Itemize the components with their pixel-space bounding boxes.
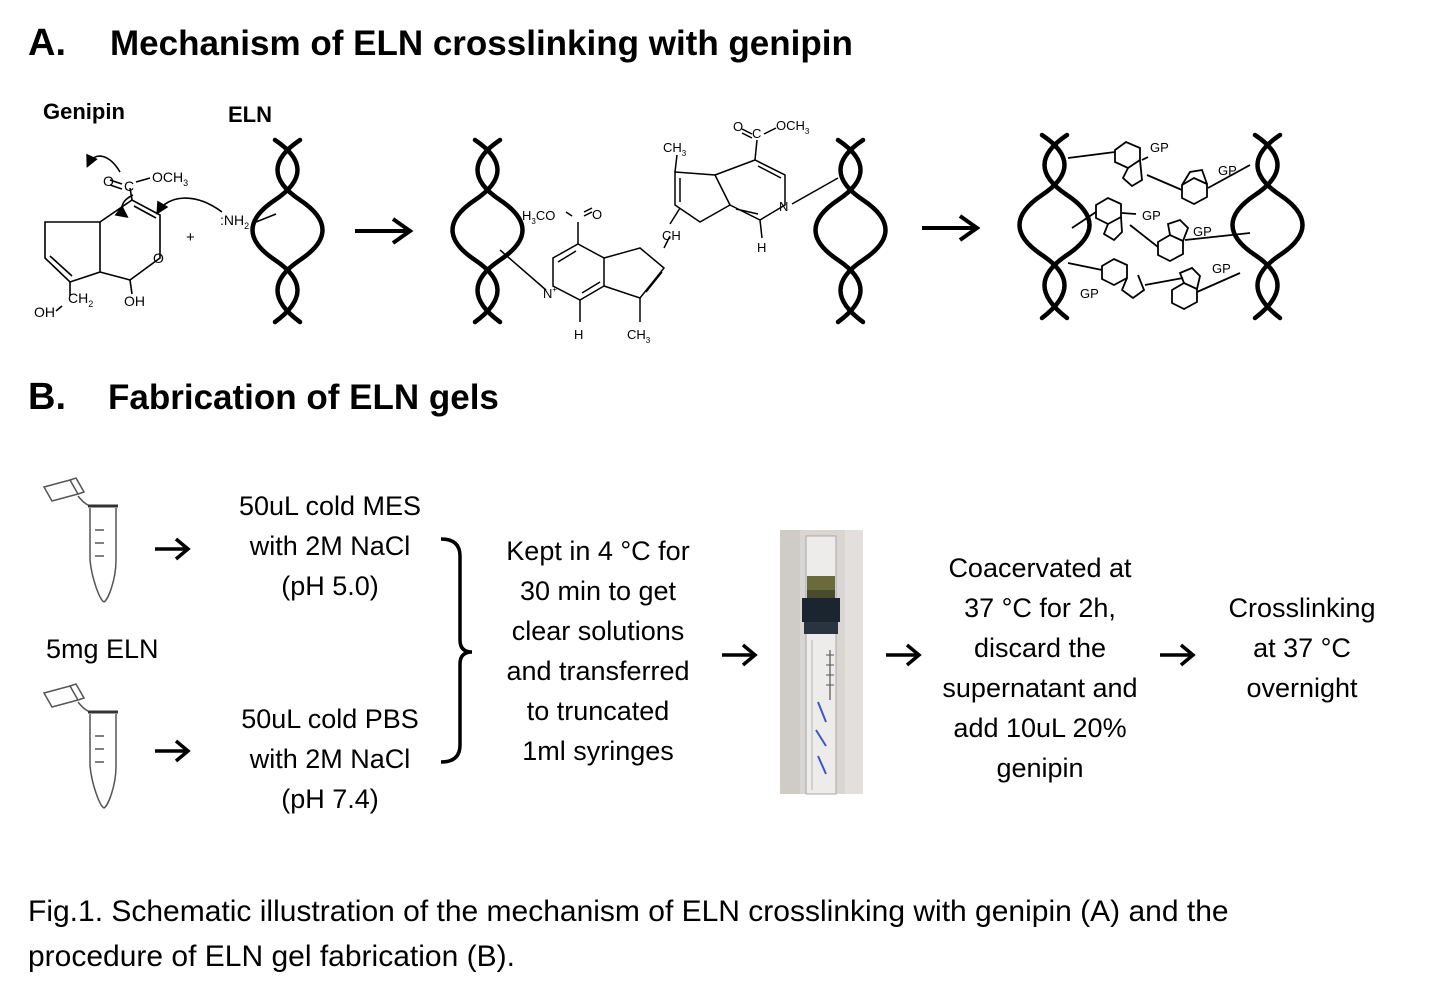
gp-label: GP: [1218, 163, 1237, 178]
dimer-ch3-bottom: CH3: [627, 327, 651, 345]
arrow-tube-to-pbs: [155, 739, 191, 763]
dimer-labels: O C OCH3 CH3 N H CH H3CO O N+ H CH3: [522, 118, 810, 345]
gp-labels: GP GP GP GP GP GP: [1080, 140, 1237, 301]
gp-label: GP: [1193, 224, 1212, 239]
crosslinking-line: Crosslinking: [1228, 593, 1376, 623]
arrow-tube-to-mes: [155, 537, 191, 561]
keep-cold-line: clear solutions: [511, 616, 685, 646]
dimer-ch-bridge: CH: [662, 228, 681, 243]
mechanism-diagram: O C OCH3 O CH2 OH OH + :NH2: [34, 118, 1305, 345]
buffer-pbs-line: (pH 7.4): [281, 784, 379, 814]
reaction-arrow-2: [922, 214, 981, 242]
genipin-structure: [44, 153, 223, 312]
section-b-letter: B.: [28, 376, 66, 418]
network-helix-left: [1017, 132, 1092, 321]
caption-line-1: Fig.1. Schematic illustration of the mec…: [28, 895, 1229, 928]
network-helix-right: [1230, 132, 1305, 321]
gp-label: GP: [1150, 140, 1169, 155]
buffer-mes-line: 50uL cold MES: [238, 491, 422, 521]
dimer-h-bottom: H: [574, 327, 583, 342]
figure-caption: Fig.1. Schematic illustration of the mec…: [28, 889, 1428, 979]
eln-helix-right: [813, 137, 888, 325]
section-b-title: Fabrication of ELN gels: [108, 378, 499, 417]
crosslinking-line: overnight: [1246, 673, 1358, 703]
eln-helix-left: [450, 137, 525, 325]
eln-label: ELN: [228, 102, 272, 127]
dimer-n-top: N: [779, 199, 788, 214]
keep-cold-line: and transferred: [506, 656, 690, 686]
coacervation-line: supernatant and: [942, 673, 1138, 703]
coacervation-line: discard the: [973, 633, 1107, 663]
buffer-pbs-line: 50uL cold PBS: [241, 704, 419, 734]
gp-label: GP: [1142, 208, 1161, 223]
fabrication-diagram: [42, 477, 1196, 809]
eppendorf-tube-bottom: [42, 683, 118, 809]
dimer-o-bottom: O: [592, 207, 602, 222]
section-a-title: Mechanism of ELN crosslinking with genip…: [110, 24, 853, 63]
buffer-mes-line: (pH 5.0): [281, 571, 379, 601]
genipin-oh-left: OH: [34, 304, 55, 320]
sample-label: 5mg ELN: [46, 634, 159, 664]
eln-helix-reactant: [250, 137, 325, 325]
genipin-label: Genipin: [43, 99, 125, 124]
dimer-h3co: H3CO: [522, 208, 555, 226]
genipin-ring-o: O: [153, 250, 164, 266]
merge-bracket: [440, 537, 473, 764]
keep-cold-line: 30 min to get: [519, 576, 677, 606]
plus-sign: +: [186, 229, 195, 246]
keep-cold-line: Kept in 4 °C for: [506, 536, 690, 566]
gp-label: GP: [1212, 261, 1231, 276]
dimer-n-bottom: N+: [543, 285, 557, 301]
genipin-o-eq: O: [103, 173, 114, 189]
genipin-ch2: CH2: [68, 290, 93, 309]
syringe-photo: [780, 530, 863, 795]
keep-cold-line: 1ml syringes: [522, 736, 674, 766]
section-a-letter: A.: [28, 22, 66, 64]
crosslinking-step: Crosslinking at 37 °C overnight: [1202, 588, 1402, 708]
coacervation-line: genipin: [996, 753, 1084, 783]
arrow-to-coacervation: [886, 643, 922, 667]
coacervation-line: Coacervated at: [948, 553, 1132, 583]
arrow-to-crosslinking: [1160, 643, 1196, 667]
keep-cold-line: to truncated: [526, 696, 670, 726]
buffer-pbs-block: 50uL cold PBS with 2M NaCl (pH 7.4): [210, 699, 450, 819]
eppendorf-tube-top: [42, 477, 118, 603]
crosslinking-line: at 37 °C: [1253, 633, 1351, 663]
dimer-ch3-top: CH3: [663, 140, 687, 158]
dimer-c-top: C: [752, 126, 761, 141]
buffer-pbs-line: with 2M NaCl: [249, 744, 411, 774]
genipin-c: C: [124, 178, 134, 194]
crosslinked-genipin-dimer: [499, 127, 839, 322]
genipin-och3: OCH3: [152, 169, 188, 188]
coacervation-line: 37 °C for 2h,: [964, 593, 1116, 623]
keep-cold-step: Kept in 4 °C for 30 min to get clear sol…: [480, 531, 716, 771]
arrow-to-syringe: [722, 643, 758, 667]
caption-line-2: procedure of ELN gel fabrication (B).: [28, 940, 515, 973]
coacervation-step: Coacervated at 37 °C for 2h, discard the…: [922, 548, 1158, 788]
gp-label: GP: [1080, 286, 1099, 301]
buffer-mes-line: with 2M NaCl: [249, 531, 411, 561]
dimer-och3-top: OCH3: [776, 118, 810, 136]
dimer-h-top: H: [757, 240, 766, 255]
buffer-mes-block: 50uL cold MES with 2M NaCl (pH 5.0): [210, 486, 450, 606]
genipin-oh-ring: OH: [124, 293, 145, 309]
coacervation-line: add 10uL 20%: [953, 713, 1127, 743]
genipin-crosslinks: [1067, 140, 1251, 311]
dimer-o-top: O: [733, 119, 743, 134]
reaction-arrow-1: [355, 217, 414, 245]
eln-nh2: :NH2: [220, 212, 249, 231]
